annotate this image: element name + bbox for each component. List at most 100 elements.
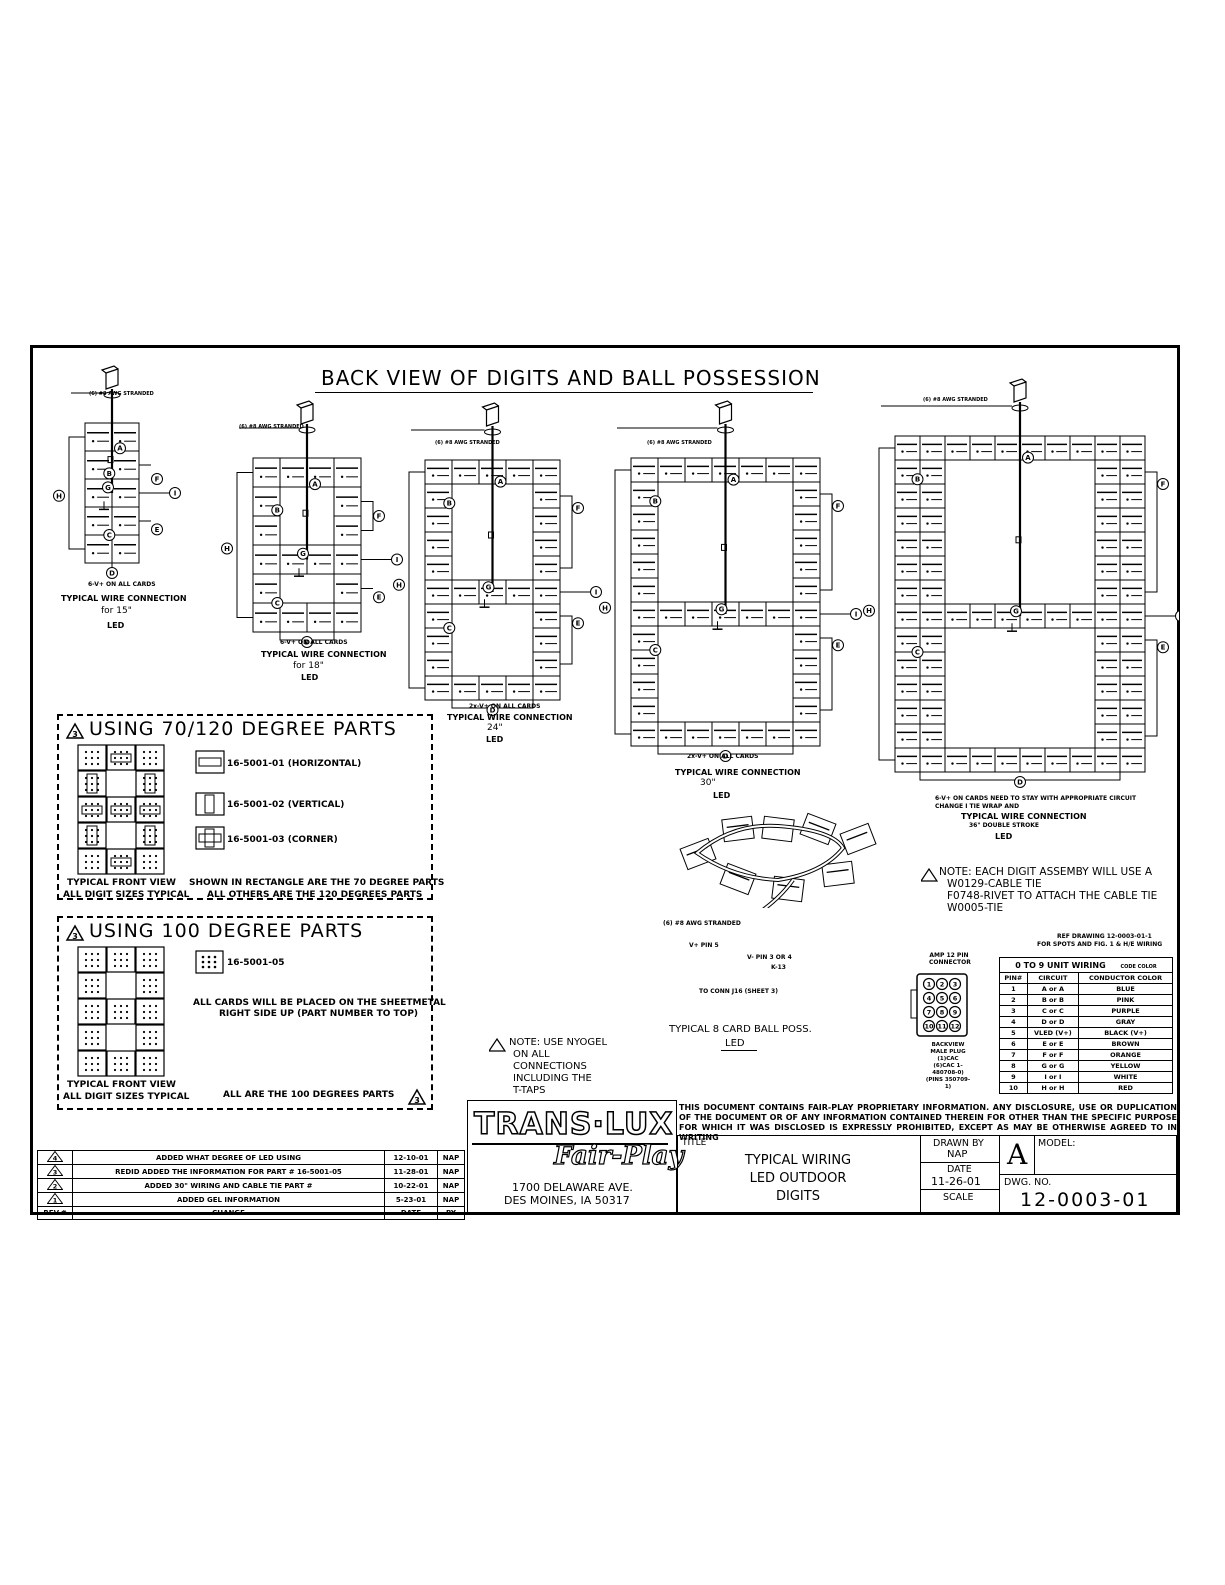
revision-number-text: 1 [53, 1197, 58, 1205]
card-terminal [1126, 690, 1129, 693]
led-card [532, 675, 561, 701]
unit-wiring-codes: CODE COLOR [1120, 963, 1157, 970]
cable-tie [298, 426, 316, 434]
f-wire [361, 501, 374, 531]
part-100-number: 16-5001-05 [227, 958, 285, 968]
led-dot [142, 984, 146, 988]
parts100-all-sizes: ALL DIGIT SIZES TYPICAL [63, 1092, 190, 1102]
unit-wiring-cell: BLUE [1078, 983, 1173, 995]
led-dot [142, 958, 146, 962]
segment-letter: E [576, 620, 581, 628]
led-card [738, 601, 767, 627]
led-card [919, 651, 946, 677]
led-dot [148, 1042, 152, 1046]
card-terminal [313, 562, 317, 566]
segment-bubble [1157, 641, 1169, 654]
led-dot [84, 1056, 88, 1060]
front-card [106, 946, 136, 973]
unit-wiring-cell: A or A [1026, 983, 1080, 995]
led-dot [142, 1042, 146, 1046]
led-dot [148, 1004, 152, 1008]
led-dot [119, 1010, 123, 1014]
card-terminal [926, 618, 929, 621]
led-dot [125, 750, 129, 754]
led-card [1119, 747, 1146, 773]
connector-title: AMP 12 PIN CONNECTOR [929, 952, 971, 966]
led-card [1094, 459, 1121, 485]
front-card [135, 744, 165, 771]
d36-note: 6-V+ ON CARDS NEED TO STAY WITH APPROPRI… [935, 795, 1137, 802]
card-terminal [637, 736, 641, 739]
drawn-by-cell: DRAWN BY NAP DATE 11-26-01 SCALE [920, 1135, 1000, 1214]
segment-bubble [151, 523, 163, 536]
f-wire [820, 493, 833, 591]
card-terminal [539, 498, 543, 501]
segment-bubble [169, 487, 181, 499]
led-card [252, 515, 281, 546]
card-terminal [1101, 594, 1104, 597]
card-terminal [901, 546, 904, 549]
led-card [532, 459, 561, 485]
rev-header-row: REV.# CHANGE DATE BY [37, 1206, 465, 1220]
led-dot [148, 1016, 152, 1020]
ball-card-mark [826, 869, 849, 874]
card-terminal [1126, 594, 1129, 597]
led-card [1119, 651, 1146, 677]
segment-bubble [309, 478, 321, 491]
led-dot [96, 958, 100, 962]
revision-by: NAP [437, 1178, 465, 1193]
unit-wiring-cell: 1 [999, 983, 1028, 995]
cable-tie-note: NOTE: EACH DIGIT ASSEMBY WILL USE A W012… [939, 866, 1157, 914]
parts100-note2: RIGHT SIDE UP (PART NUMBER TO TOP) [219, 1009, 419, 1019]
card-terminal [340, 591, 344, 595]
led-dot [90, 776, 94, 780]
led-card [969, 603, 996, 629]
connector-sub-line: (6)CAC 1-480708-0) [932, 1063, 964, 1076]
unit-wiring-cell: E or E [1026, 1038, 1080, 1050]
revision-by: NAP [437, 1164, 465, 1179]
led-dot [113, 802, 117, 806]
led-dot [96, 1042, 100, 1046]
led-card [424, 459, 453, 485]
connector-pin [922, 1019, 936, 1033]
corner-part-icon [195, 826, 225, 850]
led-dot [113, 964, 117, 968]
connector-pin [948, 1019, 962, 1033]
card-terminal [637, 688, 641, 691]
cable-tie [717, 426, 734, 434]
led-dot [90, 802, 94, 806]
led-dot [90, 1030, 94, 1034]
led-card [1094, 531, 1121, 557]
unit-wiring-cell: 4 [999, 1016, 1028, 1028]
card-terminal [799, 592, 803, 595]
card-terminal [637, 496, 641, 499]
unit-wiring-title: 0 TO 9 UNIT WIRING [1015, 960, 1106, 970]
led-card [630, 577, 659, 603]
t-tap [488, 531, 494, 539]
unit-wiring-cell: PINK [1078, 994, 1173, 1006]
card-terminal [901, 714, 904, 717]
title-lines: TYPICAL WIRING LED OUTDOOR DIGITS [678, 1152, 918, 1206]
led-card [1119, 675, 1146, 701]
card-terminal [259, 475, 263, 479]
led-card [894, 675, 921, 701]
card-terminal [91, 468, 95, 471]
card-terminal [485, 690, 489, 693]
card-terminal [1126, 618, 1129, 621]
address-line2: DES MOINES, IA 50317 [504, 1194, 630, 1207]
led-card [919, 507, 946, 533]
led-card [333, 515, 362, 546]
led-dot [148, 860, 152, 864]
led-card [919, 675, 946, 701]
connector-pin [948, 991, 962, 1005]
led-card [919, 699, 946, 725]
led-card [532, 555, 561, 581]
part-horizontal: 16-5001-01 (HORIZONTAL) [227, 759, 362, 769]
segment-bubble [373, 591, 385, 604]
segment-letter: H [602, 604, 608, 612]
card-terminal [901, 690, 904, 693]
led-dot [125, 952, 129, 956]
